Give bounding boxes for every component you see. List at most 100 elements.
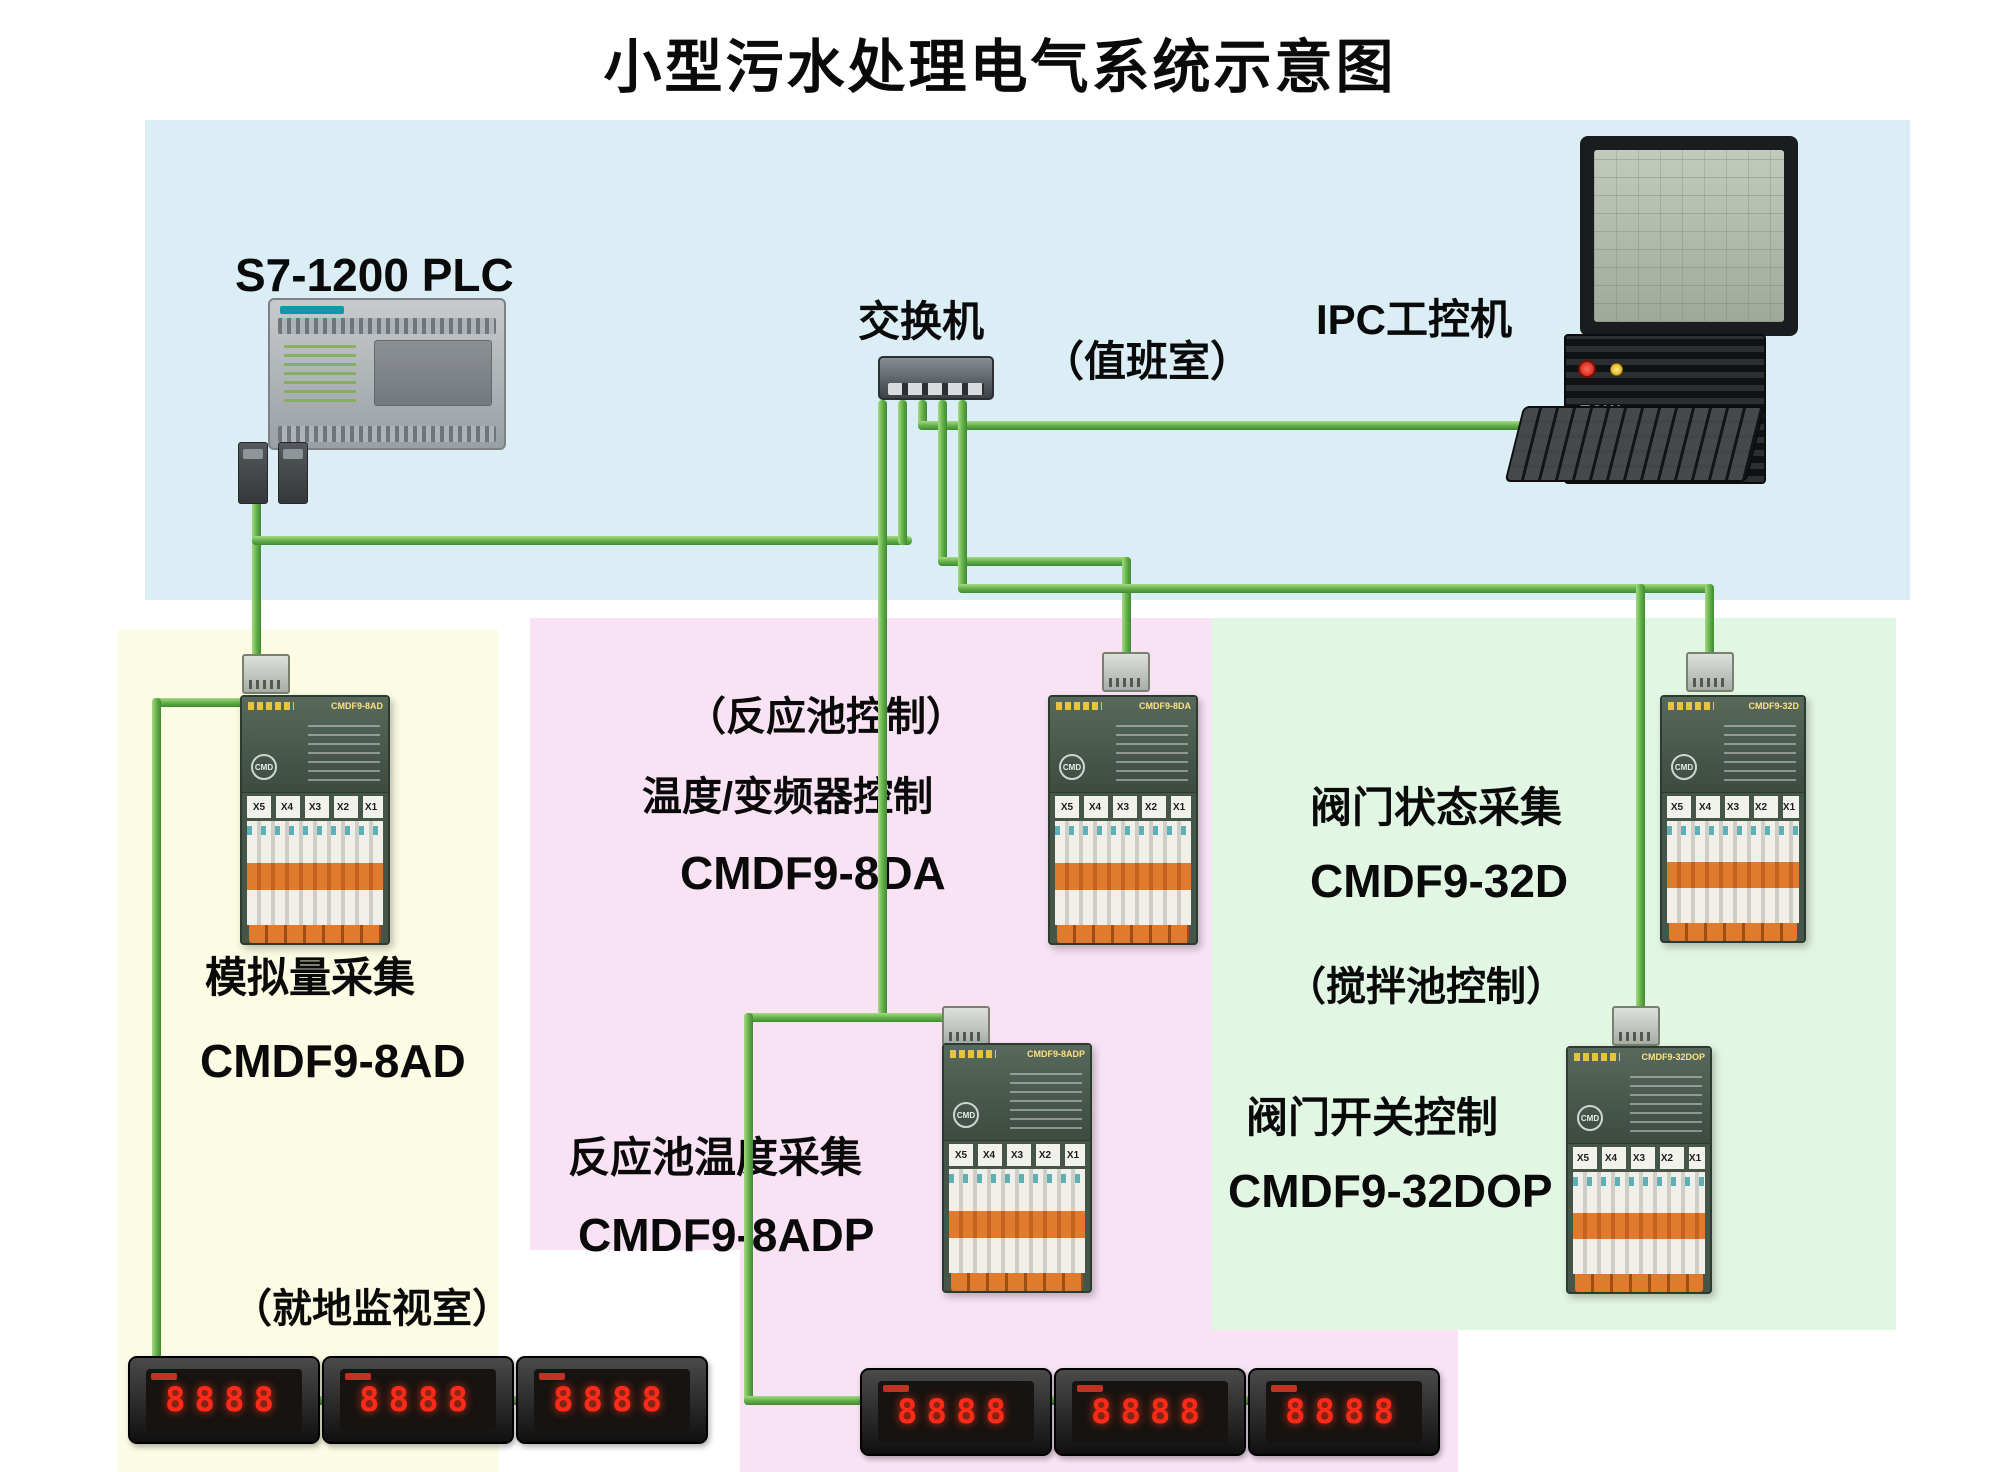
meter-digits: 8888 (897, 1392, 1015, 1432)
cable-switch-drop-d (958, 400, 967, 593)
module-terminal-blocks (949, 1169, 1085, 1273)
meter-display: 8888 (146, 1369, 302, 1431)
model-8da-label: CMDF9-8DA (680, 847, 946, 899)
module-led-grid (308, 719, 380, 781)
plc-profinet-connector (238, 442, 268, 504)
module-terminal-blocks (1055, 821, 1191, 925)
meter-display: 8888 (1072, 1381, 1228, 1443)
module-terminal-labels: X5 X4 X3 X2 X1 (1667, 796, 1799, 818)
panel-meter: 8888 (860, 1368, 1052, 1456)
panel-meter: 8888 (128, 1356, 320, 1444)
reaction-control-label: （反应池控制） (686, 695, 966, 739)
cable-connector-8adp (942, 1006, 990, 1046)
module-terminal-labels: X5 X4 X3 X2 X1 (949, 1144, 1085, 1166)
module-model-label: CMDF9-32DOP (1641, 1052, 1705, 1062)
meter-brand-badge (1271, 1385, 1297, 1392)
module-model-label: CMDF9-32D (1748, 701, 1799, 711)
module-connector-teeth (249, 925, 381, 943)
cable-to-8adp-vertical (878, 400, 887, 1022)
meter-brand-badge (345, 1373, 371, 1380)
valve-switch-caption: 阀门开关控制 (1246, 1094, 1499, 1141)
model-32dop-label: CMDF9-32DOP (1228, 1165, 1553, 1217)
panel-meter: 8888 (1054, 1368, 1246, 1456)
module-connector-teeth (1057, 925, 1189, 943)
module-header: CMDF9-32DOP CMD (1568, 1048, 1710, 1144)
cmd-logo: CMD (953, 1102, 979, 1128)
module-terminal-labels: X5 X4 X3 X2 X1 (1055, 796, 1191, 818)
meter-brand-badge (1077, 1385, 1103, 1392)
module-led-labels (1668, 702, 1714, 710)
module-led-grid (1724, 719, 1796, 781)
plc-terminal-strip-bottom (278, 426, 496, 442)
siemens-brand-strip (280, 306, 344, 314)
module-connector-teeth (1669, 923, 1797, 941)
plc-expansion-panel (374, 340, 492, 406)
panel-meter: 8888 (1248, 1368, 1440, 1456)
module-led-labels (1574, 1053, 1620, 1061)
meter-brand-badge (883, 1385, 909, 1392)
valve-status-caption: 阀门状态采集 (1310, 784, 1563, 831)
ipc-label: IPC工控机 (1316, 296, 1513, 343)
meter-digits: 8888 (1091, 1392, 1209, 1432)
module-led-labels (248, 702, 294, 710)
module-terminal-labels: X5 X4 X3 X2 X1 (247, 796, 383, 818)
panel-meter: 8888 (322, 1356, 514, 1444)
module-led-labels (950, 1050, 996, 1058)
cable-to-left-meters-vertical (152, 698, 161, 1405)
plc-label: S7-1200 PLC (235, 249, 514, 301)
temp-vfd-control-label: 温度/变频器控制 (642, 775, 934, 819)
io-module-8ad: CMDF9-8AD CMD X5 X4 X3 X2 X1 (240, 695, 390, 945)
ethernet-switch-device (878, 356, 994, 400)
io-module-32dop: CMDF9-32DOP CMD X5 X4 X3 X2 X1 (1566, 1046, 1712, 1294)
cable-8ad-branch-horizontal (152, 698, 264, 707)
plc-profinet-connector (278, 442, 308, 504)
cable-connector-32d (1686, 652, 1734, 692)
module-led-labels (1056, 702, 1102, 710)
cable-plc-to-switch (252, 536, 912, 545)
module-header: CMDF9-32D CMD (1662, 697, 1804, 793)
io-module-32d: CMDF9-32D CMD X5 X4 X3 X2 X1 (1660, 695, 1806, 943)
module-terminal-labels: X5 X4 X3 X2 X1 (1573, 1147, 1705, 1169)
cable-switch-drop-a (898, 400, 907, 545)
power-button (1578, 360, 1596, 378)
meter-brand-badge (151, 1373, 177, 1380)
model-8adp-label: CMDF9-8ADP (578, 1209, 875, 1261)
cable-to-valve-zone-horizontal (958, 584, 1714, 593)
module-led-grid (1010, 1067, 1082, 1129)
cable-plc-to-8ad (252, 498, 261, 668)
analog-model: CMDF9-8AD (200, 1035, 466, 1087)
io-module-8adp: CMDF9-8ADP CMD X5 X4 X3 X2 X1 (942, 1043, 1092, 1293)
module-model-label: CMDF9-8ADP (1026, 1049, 1085, 1059)
plc-device (268, 298, 506, 450)
meter-digits: 8888 (1285, 1392, 1403, 1432)
diagram-title: 小型污水处理电气系统示意图 (603, 35, 1397, 100)
meter-display: 8888 (1266, 1381, 1422, 1443)
module-connector-teeth (1575, 1274, 1703, 1292)
cable-switch-drop-c (938, 400, 947, 566)
io-module-8da: CMDF9-8DA CMD X5 X4 X3 X2 X1 (1048, 695, 1198, 945)
meter-digits: 8888 (553, 1380, 671, 1420)
module-terminal-blocks (247, 821, 383, 925)
plc-status-leds (284, 344, 356, 402)
cable-switch-drop-b (918, 400, 927, 430)
cable-to-8da-vertical (1122, 557, 1131, 660)
meter-display: 8888 (534, 1369, 690, 1431)
meter-brand-badge (539, 1373, 565, 1380)
switch-label: 交换机 (858, 298, 985, 345)
monitor-screen (1594, 150, 1784, 322)
module-connector-teeth (951, 1273, 1083, 1291)
module-terminal-blocks (1667, 821, 1799, 923)
module-terminal-blocks (1573, 1172, 1705, 1274)
analog-caption: 模拟量采集 (205, 954, 416, 1001)
switch-ports (888, 383, 984, 395)
cable-switch-to-ipc (918, 421, 1590, 430)
duty-room-label: （值班室） (1042, 338, 1253, 385)
ipc-keyboard (1504, 406, 1766, 482)
plc-terminal-strip-top (278, 318, 496, 334)
module-model-label: CMDF9-8DA (1138, 701, 1191, 711)
panel-meter: 8888 (516, 1356, 708, 1444)
local-monitor-room-label: （就地监视室） (232, 1287, 512, 1331)
cable-to-8da-horizontal (938, 557, 1131, 566)
meter-digits: 8888 (165, 1380, 283, 1420)
